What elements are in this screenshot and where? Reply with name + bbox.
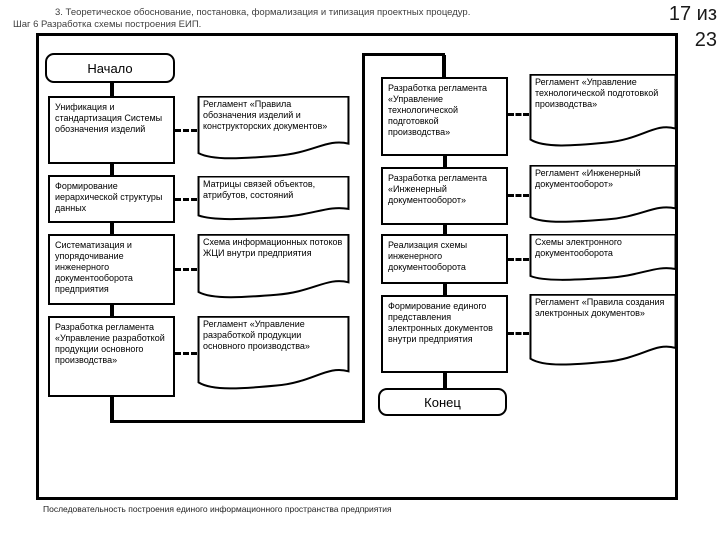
document-label: Регламент «Управление технологической по… bbox=[535, 77, 659, 109]
slide-title-line2: Шаг 6 Разработка схемы построения ЕИП. bbox=[13, 19, 202, 30]
document-label: Регламент «Управление разработкой продук… bbox=[203, 319, 310, 351]
page-indicator-line2: 23 bbox=[694, 29, 717, 51]
document-outline-icon bbox=[197, 96, 350, 164]
dashed-connector-l2 bbox=[175, 197, 197, 201]
page-indicator: 17 из 23 bbox=[669, 1, 717, 53]
connector-r1-r2 bbox=[442, 156, 447, 168]
document-outline-icon bbox=[529, 165, 677, 227]
connector-l2-l3 bbox=[109, 223, 114, 235]
dashed-connector-r3 bbox=[508, 257, 529, 261]
dashed-connector-l3 bbox=[175, 267, 197, 271]
document-outline-icon bbox=[529, 294, 677, 371]
dashed-connector-r4 bbox=[508, 331, 529, 335]
document-shape-left-1: Регламент «Правила обозначения изделий и… bbox=[197, 96, 350, 164]
document-outline-icon bbox=[197, 176, 350, 223]
document-label: Матрицы связей объектов, атрибутов, сост… bbox=[203, 179, 316, 200]
document-outline-icon bbox=[197, 234, 350, 303]
dashed-connector-r1 bbox=[508, 112, 529, 116]
connector-l4-down bbox=[109, 397, 114, 423]
document-outline-icon bbox=[197, 316, 350, 395]
start-terminal: Начало bbox=[45, 53, 175, 83]
process-box-left-1: Унификация и стандартизация Системы обоз… bbox=[48, 96, 175, 164]
start-terminal-label: Начало bbox=[87, 60, 133, 76]
document-shape-right-1: Регламент «Управление технологической по… bbox=[529, 74, 677, 152]
process-box-right-3: Реализация схемы инженерного документооб… bbox=[381, 234, 508, 284]
connector-l3-l4 bbox=[109, 305, 114, 317]
slide-title: 3. Теоретическое обоснование, постановка… bbox=[0, 7, 660, 31]
document-outline-icon bbox=[529, 234, 677, 284]
connector-vertical-riser bbox=[362, 55, 365, 423]
page-indicator-line1: 17 из bbox=[668, 3, 717, 25]
document-label: Регламент «Инженерный документооборот» bbox=[535, 168, 641, 189]
end-terminal-label: Конец bbox=[424, 394, 461, 410]
document-shape-left-3: Схема информационных потоков ЖЦИ внутри … bbox=[197, 234, 350, 303]
document-shape-right-2: Регламент «Инженерный документооборот» bbox=[529, 165, 677, 227]
connector-start-to-l1 bbox=[109, 83, 114, 97]
connector-top-horizontal bbox=[362, 53, 445, 56]
diagram-caption: Последовательность построения единого ин… bbox=[43, 504, 392, 514]
document-label: Регламент «Правила обозначения изделий и… bbox=[203, 99, 328, 131]
document-shape-right-4: Регламент «Правила создания электронных … bbox=[529, 294, 677, 371]
document-shape-right-3: Схемы электронного документооборота bbox=[529, 234, 677, 284]
process-box-right-4: Формирование единого представления элект… bbox=[381, 295, 508, 373]
end-terminal: Конец bbox=[378, 388, 507, 416]
document-label: Схема информационных потоков ЖЦИ внутри … bbox=[203, 237, 343, 258]
connector-r3-r4 bbox=[442, 284, 447, 296]
process-box-right-1: Разработка регламента «Управление технол… bbox=[381, 77, 508, 156]
connector-into-r1 bbox=[441, 55, 446, 78]
connector-l1-l2 bbox=[109, 164, 114, 176]
document-label: Регламент «Правила создания электронных … bbox=[535, 297, 665, 318]
process-box-right-2: Разработка регламента «Инженерный докуме… bbox=[381, 167, 508, 225]
slide-title-line1: 3. Теоретическое обоснование, постановка… bbox=[55, 7, 471, 18]
process-box-left-2: Формирование иерархической структуры дан… bbox=[48, 175, 175, 223]
document-shape-left-4: Регламент «Управление разработкой продук… bbox=[197, 316, 350, 395]
dashed-connector-r2 bbox=[508, 193, 529, 197]
connector-r2-r3 bbox=[442, 225, 447, 235]
document-shape-left-2: Матрицы связей объектов, атрибутов, сост… bbox=[197, 176, 350, 223]
document-label: Схемы электронного документооборота bbox=[535, 237, 622, 258]
connector-r4-to-end bbox=[442, 373, 447, 389]
dashed-connector-l4 bbox=[175, 351, 197, 355]
connector-bottom-horizontal bbox=[110, 420, 365, 423]
dashed-connector-l1 bbox=[175, 128, 197, 132]
process-box-left-4: Разработка регламента «Управление разраб… bbox=[48, 316, 175, 397]
document-outline-icon bbox=[529, 74, 677, 152]
process-box-left-3: Систематизация и упорядочивание инженерн… bbox=[48, 234, 175, 305]
